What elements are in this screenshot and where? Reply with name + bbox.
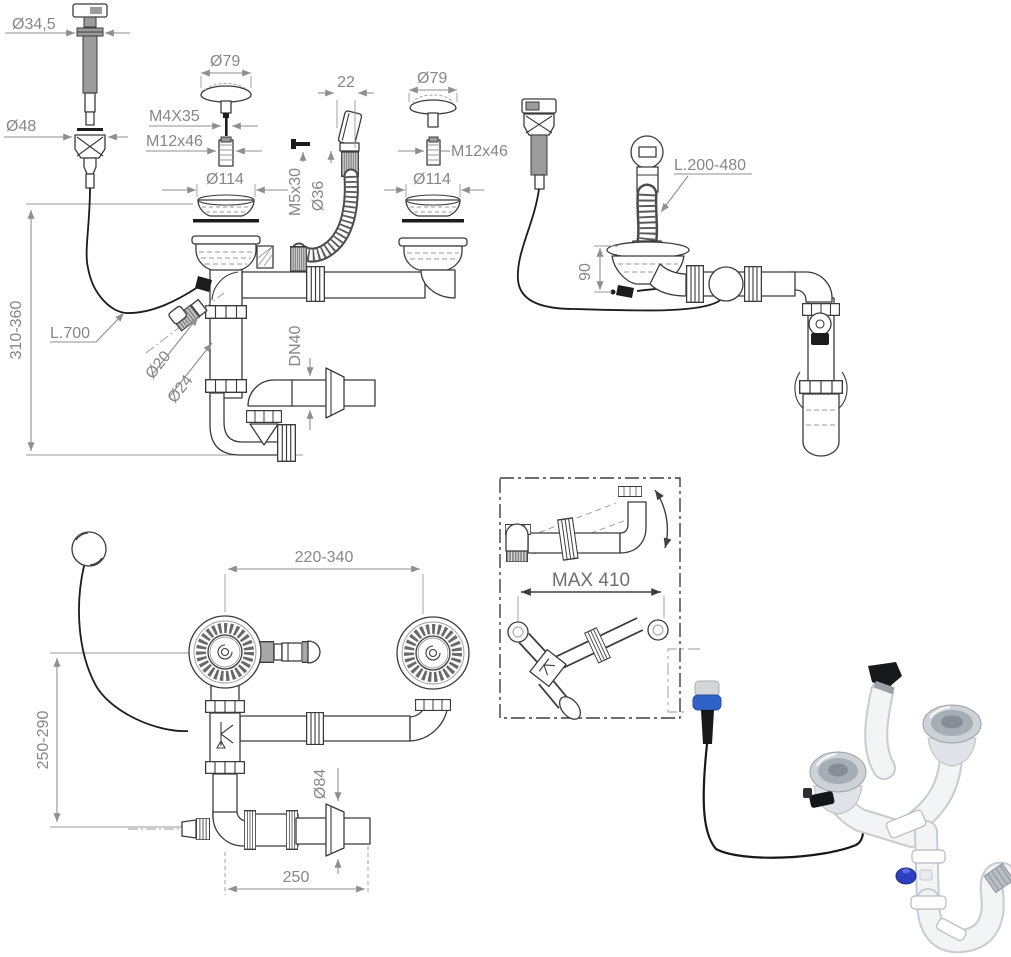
dim-label-max-extension: MAX 410 bbox=[552, 570, 630, 591]
photo-remote-knob bbox=[692, 680, 722, 744]
dim-label-overflow-dia: Ø36 bbox=[310, 181, 327, 211]
dim-label-cap-screw: M4X35 bbox=[149, 108, 200, 125]
ball-joint bbox=[708, 266, 744, 302]
hose-adapter bbox=[171, 298, 208, 332]
pipe-nut bbox=[205, 305, 247, 319]
remote-knob-assembled bbox=[521, 98, 557, 190]
photo-center-strainer bbox=[803, 751, 867, 815]
top-horizontal-pipe bbox=[239, 715, 411, 742]
inset-border bbox=[499, 477, 681, 719]
side-elbow bbox=[789, 271, 833, 303]
remote-control-knob-exploded bbox=[72, 3, 108, 189]
outlet-cone bbox=[249, 423, 279, 446]
side-nut bbox=[686, 265, 704, 303]
dim-label-cap79-left: Ø79 bbox=[210, 53, 240, 70]
popup-actuator bbox=[195, 276, 212, 292]
main-horizontal-pipe bbox=[241, 271, 426, 299]
dim-label-knob-dia: Ø34,5 bbox=[12, 16, 56, 33]
dim-label-cable-length: L.700 bbox=[50, 325, 90, 342]
dim-label-depth90: 90 bbox=[577, 263, 594, 281]
inset-left-port bbox=[507, 621, 529, 643]
dim-label-bolt-right: M12x46 bbox=[451, 143, 508, 160]
dim-label-height: 310-360 bbox=[8, 301, 25, 360]
photo-threaded-outlet bbox=[983, 862, 1011, 894]
dim-label-dn40: DN40 bbox=[287, 325, 304, 366]
adapter-cap bbox=[168, 305, 188, 325]
overflow-elbow bbox=[337, 110, 363, 177]
dim-label-center-distance: 220-340 bbox=[295, 549, 354, 566]
telescopic-coupling bbox=[557, 517, 579, 561]
top-nut bbox=[205, 700, 245, 713]
swivel-elbow bbox=[619, 501, 647, 554]
pipe-nut bbox=[205, 379, 247, 393]
dim-label-hose-length: L.200-480 bbox=[674, 157, 746, 174]
outlet-elbow bbox=[247, 379, 293, 407]
dim-label-flange114-left: Ø114 bbox=[206, 171, 244, 188]
photo-right-strainer bbox=[922, 704, 982, 767]
inset-right-port bbox=[647, 619, 669, 641]
wall-flange bbox=[325, 367, 345, 419]
dim-label-offset22: 22 bbox=[337, 74, 355, 91]
right-strainer-exploded bbox=[398, 94, 468, 299]
rotation-arrow bbox=[654, 489, 672, 549]
top-bottom-elbow bbox=[212, 811, 249, 847]
dim-label-flange114-right: Ø114 bbox=[413, 171, 451, 188]
outlet-nut bbox=[246, 410, 282, 423]
top-wall-flange bbox=[325, 803, 345, 857]
photo-leader-line bbox=[667, 648, 700, 713]
dim-label-overflow-screw: M5x30 bbox=[287, 168, 304, 216]
left-strainer-exploded bbox=[191, 83, 274, 292]
product-photo bbox=[667, 648, 1011, 954]
cable-top-view bbox=[78, 565, 189, 732]
right-tail-elbow bbox=[420, 269, 456, 299]
top-nut bbox=[244, 810, 256, 850]
dim-label-depth-range: 250-290 bbox=[35, 711, 52, 770]
top-tee bbox=[209, 712, 241, 764]
pivot-screw bbox=[808, 312, 832, 336]
trap-nut bbox=[799, 380, 843, 394]
top-nut bbox=[415, 699, 451, 711]
outlet-union-nut bbox=[277, 424, 296, 462]
control-cable bbox=[85, 187, 199, 314]
side-view: L.200-480 90 bbox=[517, 98, 848, 457]
dim-label-actuator-dia: Ø48 bbox=[6, 118, 36, 135]
trap-cup bbox=[802, 393, 840, 457]
dim-label-hose-d24: Ø24 bbox=[164, 372, 196, 406]
dim-label-bolt-left: M12x46 bbox=[146, 133, 203, 150]
left-strainer-top bbox=[188, 615, 262, 689]
right-strainer-top bbox=[396, 616, 470, 690]
tubular-connector bbox=[196, 818, 210, 840]
side-nut bbox=[744, 266, 762, 302]
top-nut bbox=[306, 712, 324, 745]
side-strainer bbox=[606, 241, 690, 298]
top-view: 220-340 250-290 Ø84 250 bbox=[35, 531, 470, 895]
photo-blue-valve bbox=[895, 867, 917, 885]
exploded-front-view: DN40 310-360 Ø34,5 Ø48 bbox=[4, 3, 508, 462]
adjustability-inset: MAX 410 bbox=[499, 477, 681, 720]
dim-label-outlet-length: 250 bbox=[283, 869, 310, 886]
overflow-inlet-nut bbox=[306, 266, 325, 302]
top-nut bbox=[205, 761, 245, 774]
tee-vertical-pipe bbox=[209, 267, 243, 399]
top-view-adapter bbox=[258, 640, 321, 664]
dim-label-flange84: Ø84 bbox=[312, 769, 329, 799]
dim-label-cap79-right: Ø79 bbox=[417, 70, 447, 87]
knob-top-view bbox=[71, 531, 107, 567]
